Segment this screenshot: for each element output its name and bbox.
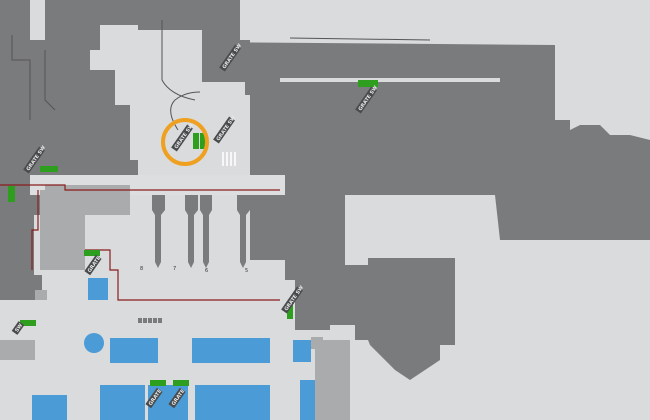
light-block-3	[65, 215, 85, 270]
tag-8: SW	[14, 322, 24, 333]
small-boxes	[0, 250, 68, 360]
round-room	[84, 333, 104, 353]
crosswalk	[222, 152, 236, 166]
marker-1	[358, 80, 378, 87]
building-annex-top	[200, 42, 555, 95]
room-e	[100, 385, 145, 420]
marker-5	[287, 305, 293, 319]
marker-3	[8, 186, 15, 202]
room-b	[110, 338, 158, 363]
room-a	[88, 278, 108, 300]
marker-7	[150, 380, 166, 386]
marker-2	[40, 166, 58, 172]
gate-number-8: 8	[140, 266, 143, 272]
building-south-block	[368, 258, 455, 380]
gate-piers	[8, 195, 250, 268]
gate-number-6: 6	[205, 268, 208, 274]
building-west	[0, 0, 138, 178]
light-block-5	[311, 337, 323, 349]
security-boundary	[0, 184, 280, 301]
apron-top	[138, 30, 202, 170]
light-block-4	[315, 340, 350, 420]
selection-highlight-ring	[161, 118, 209, 166]
route-lines	[11, 20, 431, 131]
room-c	[192, 338, 270, 363]
marker-8	[173, 380, 189, 386]
green-markers[interactable]	[8, 80, 378, 386]
room-f	[195, 385, 270, 420]
room-h	[300, 380, 315, 420]
room-i	[32, 395, 67, 420]
marker-selected-b	[200, 133, 206, 149]
gate-number-5: 5	[245, 268, 248, 274]
marker-6	[20, 320, 36, 326]
stripes	[138, 318, 162, 323]
blue-rooms	[32, 278, 315, 420]
building-central-east	[250, 82, 650, 330]
marker-selected-a	[193, 133, 199, 149]
marker-4	[84, 250, 100, 256]
building-junction	[330, 290, 370, 340]
room-d	[293, 340, 311, 362]
gate-number-7: 7	[173, 266, 176, 272]
